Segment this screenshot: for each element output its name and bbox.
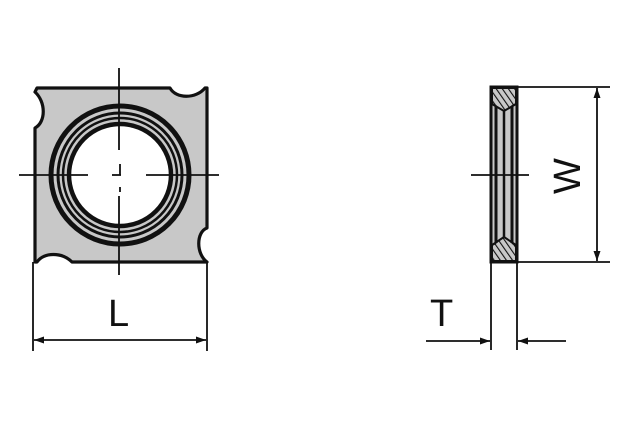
hatched-section-top [491, 87, 517, 113]
dimension-T: T [426, 262, 566, 350]
side-view: W T [426, 85, 610, 350]
dimension-label-W: W [547, 158, 589, 194]
front-view: L [19, 68, 219, 351]
dimension-label-L: L [108, 293, 129, 335]
hatched-section-bottom [491, 235, 517, 262]
center-lines [19, 68, 219, 275]
dimension-L: L [32, 262, 208, 351]
dimension-W: W [517, 86, 610, 263]
dimension-label-T: T [430, 293, 453, 335]
